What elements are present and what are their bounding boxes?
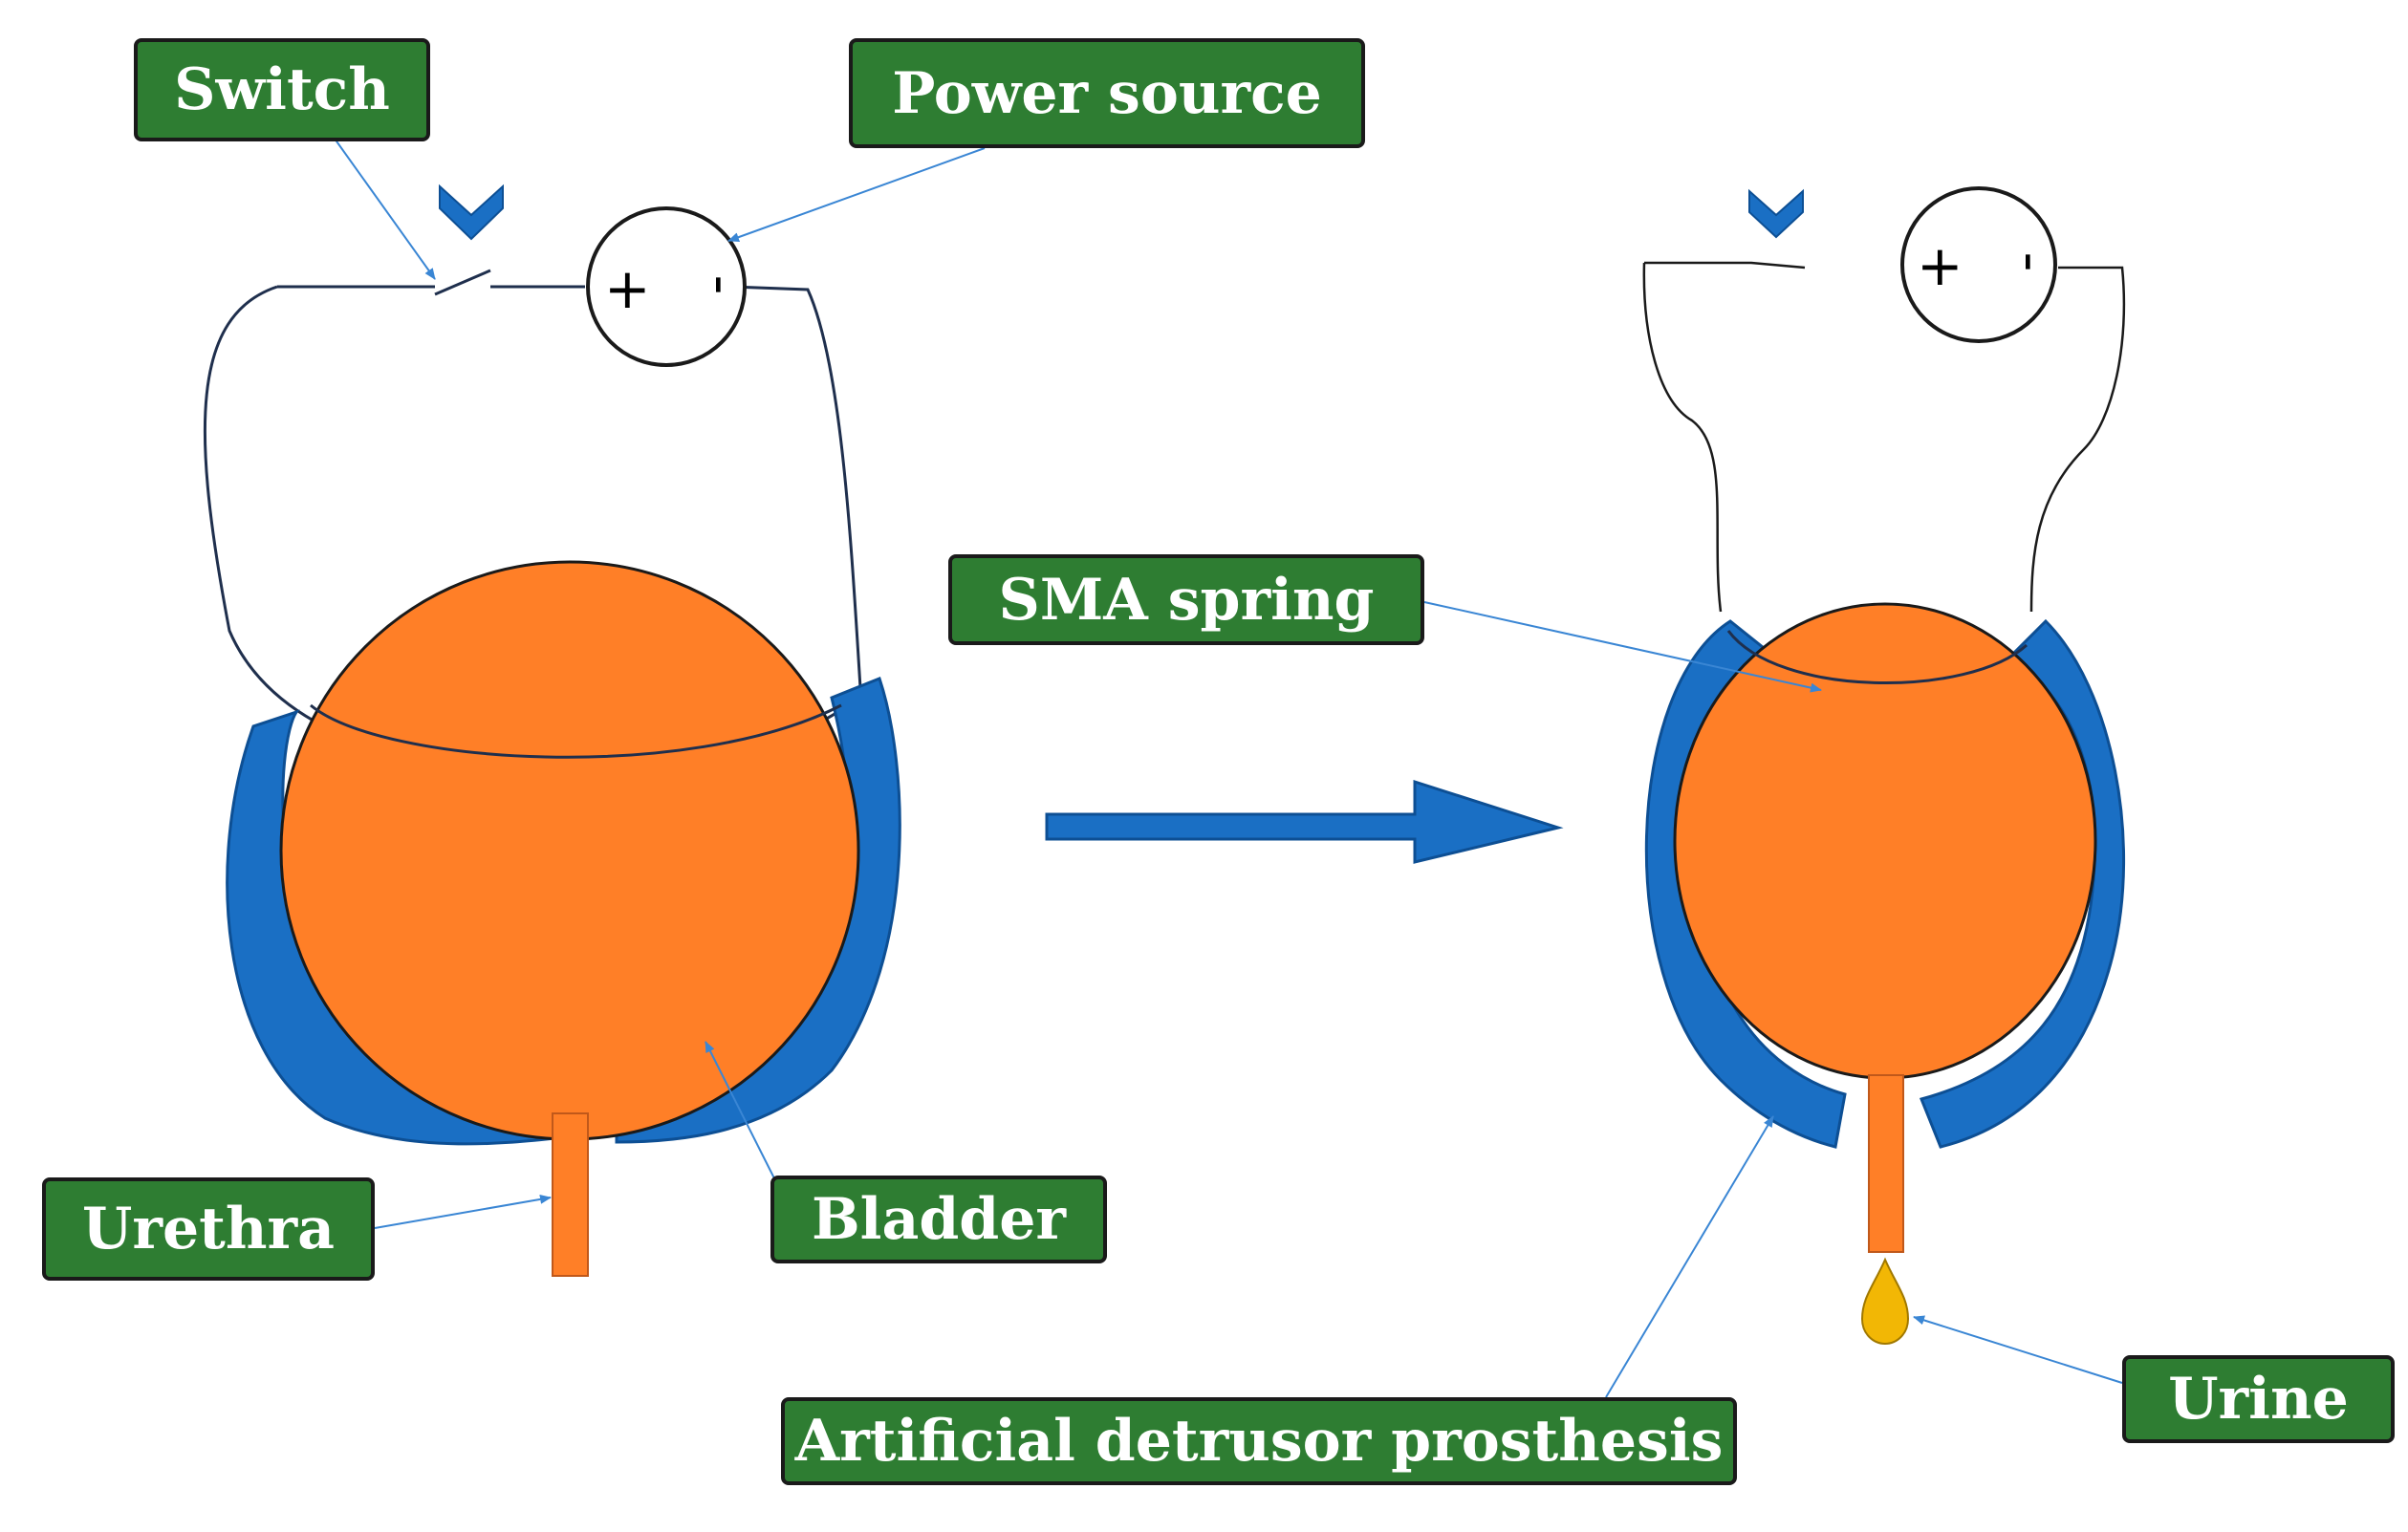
label-urine: Urine [2122,1355,2395,1443]
label-bladder: Bladder [770,1176,1107,1263]
pointer-sma-spring [1423,601,1822,693]
pointer-switch [334,138,436,280]
bladder-sphere [279,560,860,1141]
circuit-wire-right-2 [2029,266,2126,613]
label-urethra: Urethra [42,1177,375,1281]
pointer-prosthesis [1605,1115,1774,1398]
pointer-bladder [705,1041,775,1179]
label-power-source: Power source [849,38,1365,148]
circuit-wire-left-2 [1642,261,1806,613]
switch-lever [434,269,491,296]
label-prosthesis: Artificial detrusor prosthesis [781,1397,1737,1485]
bladder-contracted [1673,602,2097,1080]
transition-arrow [1045,779,1564,864]
urethra-tube-right [1868,1074,1904,1253]
battery-positive-left: + [604,256,651,321]
label-sma-spring: SMA spring [948,554,1424,645]
battery-positive-right: + [1917,233,1963,298]
sma-spring-wire-right [1726,630,2028,684]
switch-chevron-icon [439,183,504,241]
battery-negative-left: - [689,274,755,295]
switch-chevron-icon-2 [1748,188,1804,239]
circuit-wire-right [730,285,862,689]
pointer-urethra [374,1194,552,1229]
urethra-tube-left [552,1112,589,1277]
label-switch: Switch [134,38,430,141]
sma-spring-wire-left [310,703,842,759]
power-source-circle-2 [1900,186,2057,343]
battery-negative-right: - [1999,251,2065,272]
pointer-urine [1913,1315,2123,1384]
urine-drop [1860,1257,1910,1346]
power-source-circle [586,206,747,367]
pointer-power-source [727,147,986,242]
